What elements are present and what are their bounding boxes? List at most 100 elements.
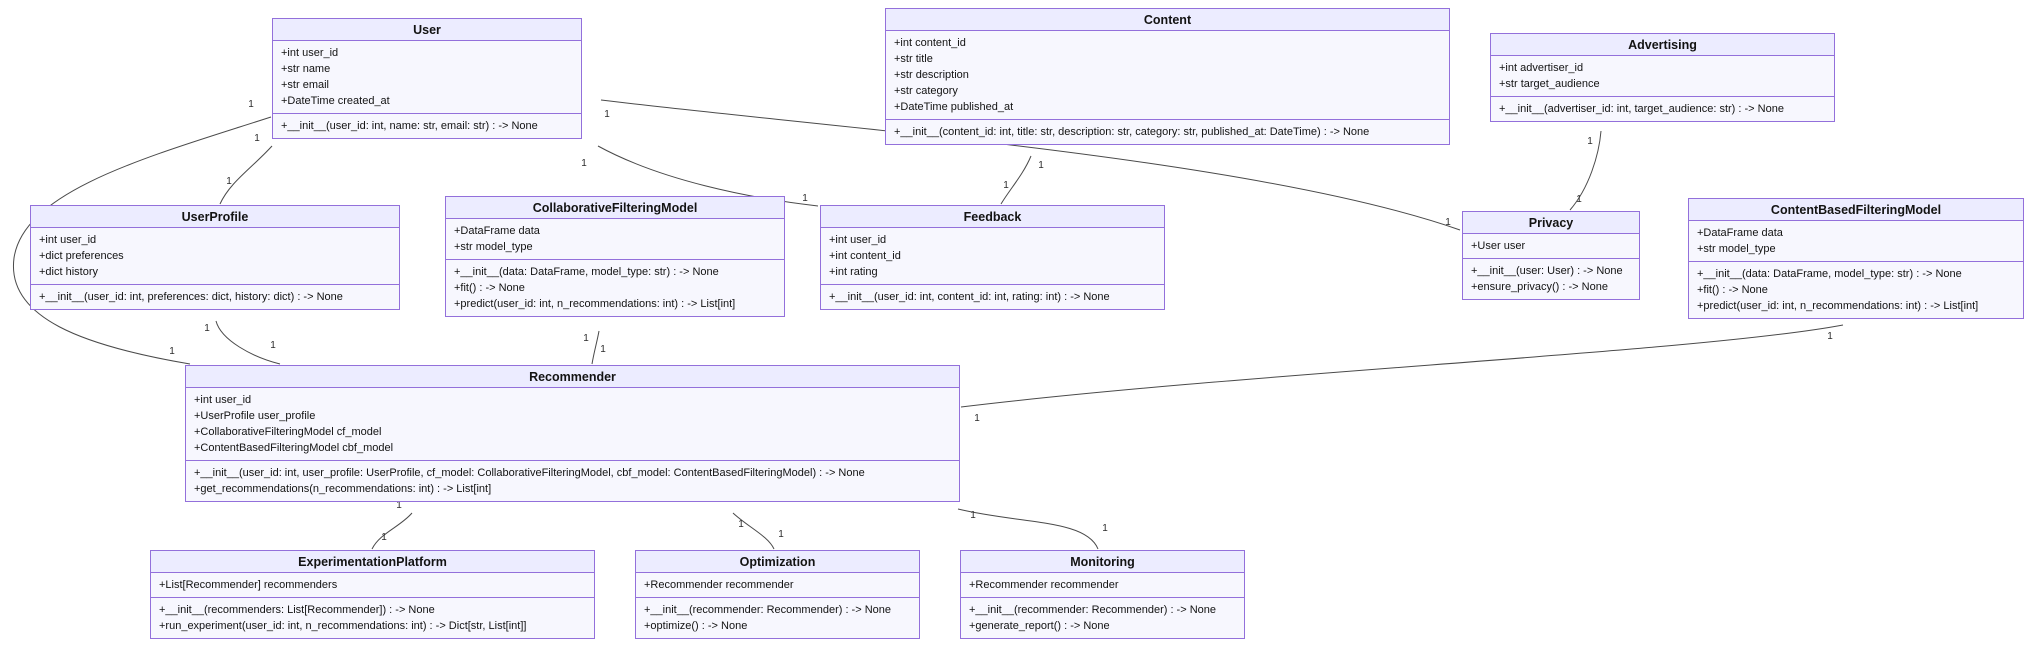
class-box-user: User+int user_id+str name+str email+Date… xyxy=(272,18,582,139)
class-attributes: +Recommender recommender xyxy=(636,573,919,598)
edge-recommender-optimization xyxy=(732,512,775,550)
multiplicity-label: 1 xyxy=(778,529,784,540)
class-attributes: +int user_id +UserProfile user_profile +Co… xyxy=(186,388,959,461)
class-attribute: +CollaborativeFilteringModel cf_model xyxy=(194,426,382,438)
class-method: +__init__(data: DataFrame, model_type: s… xyxy=(1697,268,1962,280)
multiplicity-label: 1 xyxy=(802,193,808,204)
class-attribute: +int content_id xyxy=(894,37,966,49)
multiplicity-label: 1 xyxy=(604,109,610,120)
class-method: +get_recommendations(n_recommendations: … xyxy=(194,483,492,495)
multiplicity-label: 1 xyxy=(381,532,387,543)
class-box-userprofile: UserProfile+int user_id+dict preferences… xyxy=(30,205,400,310)
class-attribute: +int user_id xyxy=(829,234,887,246)
class-attribute: +str title xyxy=(894,53,933,65)
class-attribute: +List[Recommender] recommenders xyxy=(159,579,338,591)
multiplicity-label: 1 xyxy=(600,344,606,355)
class-methods: +__init__(recommender: Recommender) : ->… xyxy=(961,598,1244,638)
multiplicity-label: 1 xyxy=(581,158,587,169)
class-title-privacy: Privacy xyxy=(1463,212,1639,234)
class-title-advertising: Advertising xyxy=(1491,34,1834,56)
class-attributes: +Recommender recommender xyxy=(961,573,1244,598)
class-box-monitoring: Monitoring +Recommender recommender +__ini… xyxy=(960,550,1245,639)
multiplicity-label: 1 xyxy=(583,333,589,344)
class-method: +ensure_privacy() : -> None xyxy=(1471,281,1608,293)
class-method: +__init__(recommender: Recommender) : ->… xyxy=(969,604,1217,616)
class-methods: +__init__(user_id: int, preferences: dic… xyxy=(31,285,399,309)
class-methods: +__init__(data: DataFrame, model_type: s… xyxy=(1689,262,2023,318)
class-attribute: +dict history xyxy=(39,266,98,278)
class-attribute: +dict preferences xyxy=(39,250,124,262)
class-box-recommender: Recommender+int user_id+UserProfile user… xyxy=(185,365,960,502)
multiplicity-label: 1 xyxy=(204,323,210,334)
class-attribute: +str category xyxy=(894,85,958,97)
class-attribute: +DateTime created_at xyxy=(281,95,390,107)
class-box-content: Content +int content_id +str title +str des… xyxy=(885,8,1450,145)
class-title-experimentationplatform: ExperimentationPlatform xyxy=(151,551,594,573)
class-method: +__init__(content_id: int, title: str, d… xyxy=(894,126,1370,138)
class-attributes: +User user xyxy=(1463,234,1639,259)
class-box-collaborativefilteringmodel: CollaborativeFilteringModel+DataFrame da… xyxy=(445,196,785,317)
class-title-optimization: Optimization xyxy=(636,551,919,573)
class-method: +__init__(user_id: int, content_id: int,… xyxy=(829,291,1110,303)
class-attribute: +DateTime published_at xyxy=(894,101,1014,113)
class-attribute: +str model_type xyxy=(454,241,533,253)
edge-recommender-monitoring xyxy=(957,508,1099,550)
edge-content-feedback xyxy=(1000,155,1032,205)
multiplicity-label: 1 xyxy=(169,346,175,357)
class-attributes: +int user_id+str name+str email+DateTime… xyxy=(273,41,581,114)
multiplicity-label: 1 xyxy=(248,99,254,110)
class-title-monitoring: Monitoring xyxy=(961,551,1244,573)
multiplicity-label: 1 xyxy=(1102,523,1108,534)
class-attribute: +str target_audience xyxy=(1499,78,1600,90)
class-method: +fit() : -> None xyxy=(454,282,525,294)
class-box-privacy: Privacy+User user+__init__(user: User) :… xyxy=(1462,211,1640,300)
class-attributes: +DataFrame data+str model_type xyxy=(1689,221,2023,262)
edge-advertising-privacy xyxy=(1569,130,1602,211)
edge-recommender-experimentationplatform xyxy=(371,512,413,550)
class-attribute: +Recommender recommender xyxy=(969,579,1119,591)
class-attribute: +int content_id xyxy=(829,250,901,262)
multiplicity-label: 1 xyxy=(974,413,980,424)
class-method: +__init__(user_id: int, preferences: dic… xyxy=(39,291,343,303)
class-attributes: +int user_id +dict preferences +dict histo… xyxy=(31,228,399,285)
multiplicity-label: 1 xyxy=(254,133,260,144)
class-methods: +__init__(recommender: Recommender) : ->… xyxy=(636,598,919,638)
class-attribute: +DataFrame data xyxy=(1697,227,1783,239)
class-attribute: +str email xyxy=(281,79,329,91)
class-title-content: Content xyxy=(886,9,1449,31)
class-attribute: +int user_id xyxy=(39,234,97,246)
multiplicity-label: 1 xyxy=(1576,194,1582,205)
class-box-advertising: Advertising+int advertiser_id+str target… xyxy=(1490,33,1835,122)
class-method: +__init__(user: User) : -> None xyxy=(1471,265,1623,277)
multiplicity-label: 1 xyxy=(1827,331,1833,342)
edge-user-userprofile xyxy=(219,145,273,205)
class-method: +optimize() : -> None xyxy=(644,620,748,632)
class-methods: +__init__(data: DataFrame, model_type: s… xyxy=(446,260,784,316)
class-methods: +__init__(user: User) : -> None +ensure_p… xyxy=(1463,259,1639,299)
class-title-contentbasedfilteringmodel: ContentBasedFilteringModel xyxy=(1689,199,2023,221)
class-methods: +__init__(user_id: int, user_profile: Us… xyxy=(186,461,959,501)
class-methods: +__init__(recommenders: List[Recommender… xyxy=(151,598,594,638)
class-attribute: +Recommender recommender xyxy=(644,579,794,591)
class-title-feedback: Feedback xyxy=(821,206,1164,228)
class-attribute: +UserProfile user_profile xyxy=(194,410,316,422)
class-method: +__init__(data: DataFrame, model_type: s… xyxy=(454,266,719,278)
class-methods: +__init__(user_id: int, name: str, email… xyxy=(273,114,581,138)
class-attribute: +str description xyxy=(894,69,969,81)
class-attribute: +int user_id xyxy=(281,47,339,59)
class-method: +__init__(user_id: int, name: str, email… xyxy=(281,120,538,132)
class-attributes: +int content_id +str title +str descriptio… xyxy=(886,31,1449,120)
class-method: +__init__(advertiser_id: int, target_aud… xyxy=(1499,103,1784,115)
edge-userprofile-recommender xyxy=(215,320,281,365)
class-attributes: +List[Recommender] recommenders xyxy=(151,573,594,598)
multiplicity-label: 1 xyxy=(1003,180,1009,191)
class-attribute: +int user_id xyxy=(194,394,252,406)
multiplicity-label: 1 xyxy=(226,176,232,187)
class-box-contentbasedfilteringmodel: ContentBasedFilteringModel+DataFrame dat… xyxy=(1688,198,2024,319)
multiplicity-label: 1 xyxy=(1587,136,1593,147)
class-attributes: +int advertiser_id+str target_audience xyxy=(1491,56,1834,97)
multiplicity-label: 1 xyxy=(1038,160,1044,171)
multiplicity-label: 1 xyxy=(738,519,744,530)
class-box-optimization: Optimization +Recommender recommender +__i… xyxy=(635,550,920,639)
